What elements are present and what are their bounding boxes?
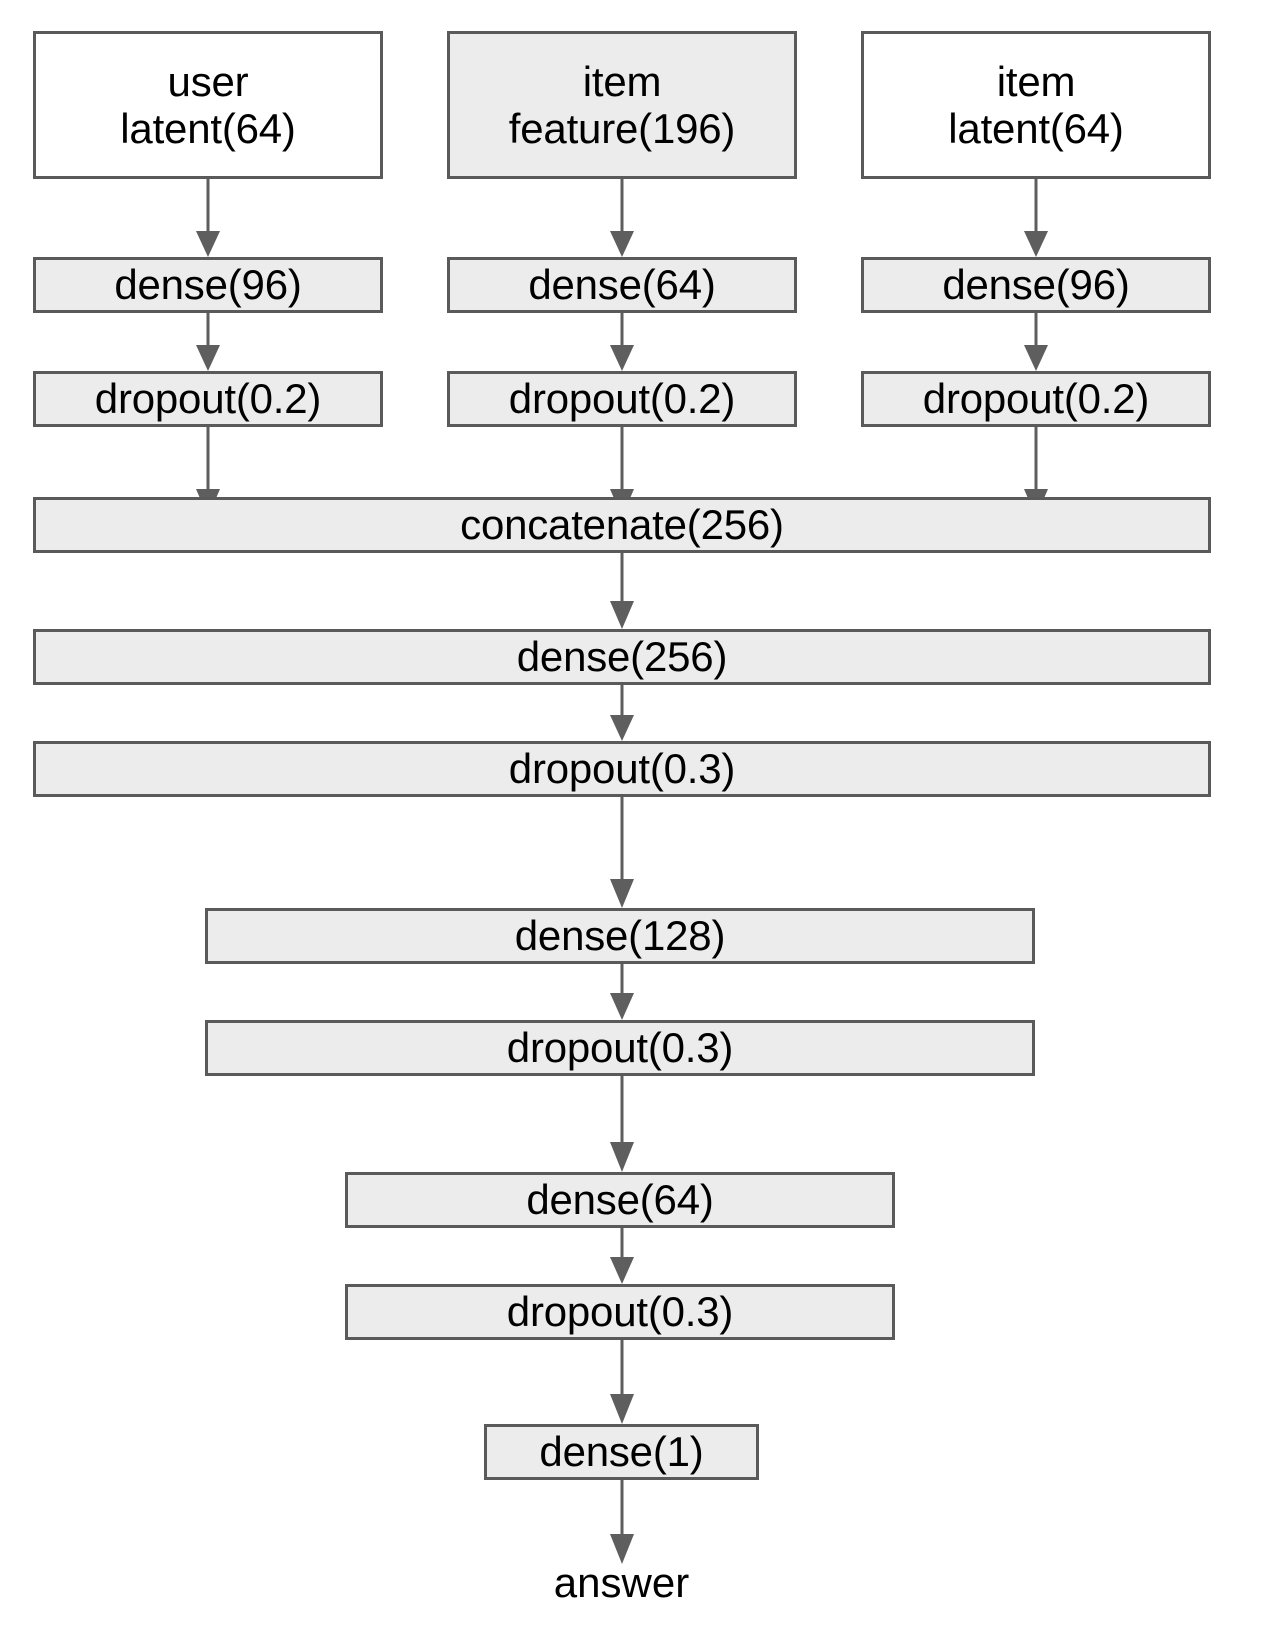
edge-dense64-to-dropout03c — [610, 1228, 634, 1284]
edge-item-feature-to-dense64 — [610, 179, 634, 257]
edge-user-latent-to-dense96 — [196, 179, 220, 257]
node-concatenate-256[interactable]: concatenate(256) — [33, 497, 1211, 553]
node-dropout-03-b[interactable]: dropout(0.3) — [205, 1020, 1035, 1076]
node-item-feature[interactable]: item feature(196) — [447, 31, 797, 179]
edge-dense256-to-dropout03a — [610, 685, 634, 741]
edge-dense128-to-dropout03b — [610, 964, 634, 1020]
edge-right-dense-to-dropout — [1024, 313, 1048, 371]
node-middle-dropout[interactable]: dropout(0.2) — [447, 371, 797, 427]
node-item-latent[interactable]: item latent(64) — [861, 31, 1211, 179]
edge-item-latent-to-dense96 — [1024, 179, 1048, 257]
node-middle-dense[interactable]: dense(64) — [447, 257, 797, 313]
edge-left-dense-to-dropout — [196, 313, 220, 371]
edge-middle-dense-to-dropout — [610, 313, 634, 371]
node-dense-1[interactable]: dense(1) — [484, 1424, 759, 1480]
node-left-dropout[interactable]: dropout(0.2) — [33, 371, 383, 427]
node-dense-128[interactable]: dense(128) — [205, 908, 1035, 964]
label-answer: answer — [553, 1559, 690, 1606]
node-dense-64[interactable]: dense(64) — [345, 1172, 895, 1228]
node-right-dropout[interactable]: dropout(0.2) — [861, 371, 1211, 427]
edge-dropout03c-to-dense1 — [610, 1340, 634, 1424]
node-user-latent[interactable]: user latent(64) — [33, 31, 383, 179]
node-dropout-03-a[interactable]: dropout(0.3) — [33, 741, 1211, 797]
node-left-dense[interactable]: dense(96) — [33, 257, 383, 313]
node-right-dense[interactable]: dense(96) — [861, 257, 1211, 313]
edge-dropout03b-to-dense64 — [610, 1076, 634, 1172]
edge-dense1-to-answer — [610, 1480, 634, 1564]
node-dense-256[interactable]: dense(256) — [33, 629, 1211, 685]
edge-dropout03a-to-dense128 — [610, 797, 634, 908]
edge-concat-to-dense256 — [610, 553, 634, 629]
node-dropout-03-c[interactable]: dropout(0.3) — [345, 1284, 895, 1340]
